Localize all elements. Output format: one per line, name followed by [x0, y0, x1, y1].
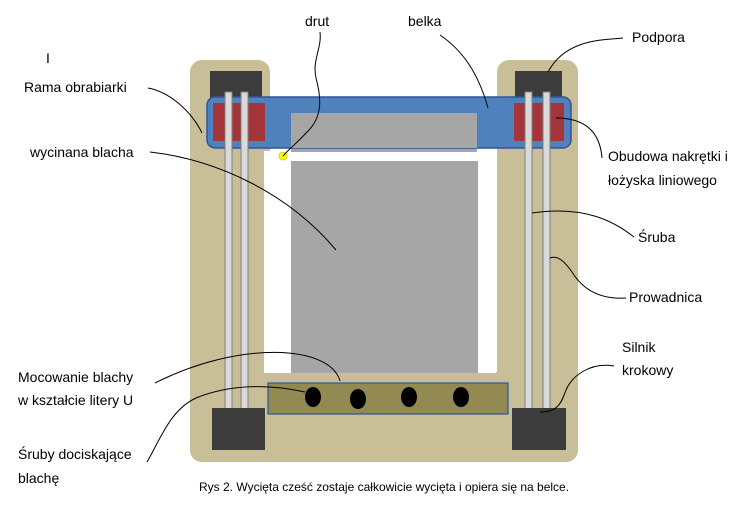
label-belka: belka: [408, 13, 442, 29]
label-mocowanie-line1: Mocowanie blachy: [18, 369, 133, 385]
label-prowadnica: Prowadnica: [629, 289, 702, 305]
label-podpora: Podpora: [632, 29, 685, 45]
label-drut: drut: [305, 13, 329, 29]
leader-obudowa: [555, 117, 603, 159]
leader-rama: [147, 87, 203, 134]
label-rama: Rama obrabiarki: [24, 79, 127, 95]
label-obudowa-line2: łożyska liniowego: [608, 172, 717, 188]
figure-caption: Rys 2. Wycięta cześć zostaje całkowicie …: [199, 480, 569, 494]
label-silnik-line1: Silnik: [622, 339, 656, 355]
leader-belka: [439, 34, 489, 109]
label-blacha: wycinana blacha: [29, 144, 134, 160]
machine-frame-right: [497, 60, 578, 462]
clamp-bolt-1: [305, 387, 321, 407]
stepper-motor-right: [512, 408, 566, 450]
guide-rod-left: [240, 91, 249, 410]
nut-bearing-housing-left: [213, 103, 265, 141]
leader-podpora: [547, 37, 624, 73]
stray-mark: I: [46, 50, 50, 66]
label-mocowanie-line2: w kształcie litery U: [17, 392, 133, 408]
leader-silnik: [539, 364, 615, 413]
leader-sruba: [531, 210, 635, 238]
label-silnik-line2: krokowy: [622, 362, 673, 378]
leader-mocowanie: [154, 351, 341, 384]
sheet-on-beam: [291, 113, 477, 148]
label-sruba: Śruba: [638, 228, 676, 245]
label-obudowa-line1: Obudowa nakrętki i: [608, 148, 728, 164]
leader-sruby: [146, 386, 306, 463]
sheet-lower-part: [291, 161, 478, 373]
leader-blacha: [149, 151, 337, 251]
clamp-bolt-2: [350, 389, 366, 409]
clamp-bolt-3: [401, 387, 417, 407]
top-support-left: [210, 71, 262, 101]
leader-lines: [146, 31, 635, 463]
nut-bearing-housing-right: [514, 103, 564, 141]
leader-prowadnica: [549, 256, 627, 299]
u-shape-sheet-clamp: [267, 382, 509, 415]
guide-rod-right: [542, 91, 551, 410]
label-sruby-line1: Śruby dociskające: [18, 445, 132, 462]
clamp-bolt-4: [453, 387, 469, 407]
leader-drut: [282, 31, 321, 157]
stepper-motor-left: [212, 408, 265, 450]
top-support-right: [515, 71, 562, 101]
screw-rod-left: [224, 91, 233, 410]
screw-rod-right: [524, 91, 533, 410]
label-sruby-line2: blachę: [18, 470, 59, 486]
